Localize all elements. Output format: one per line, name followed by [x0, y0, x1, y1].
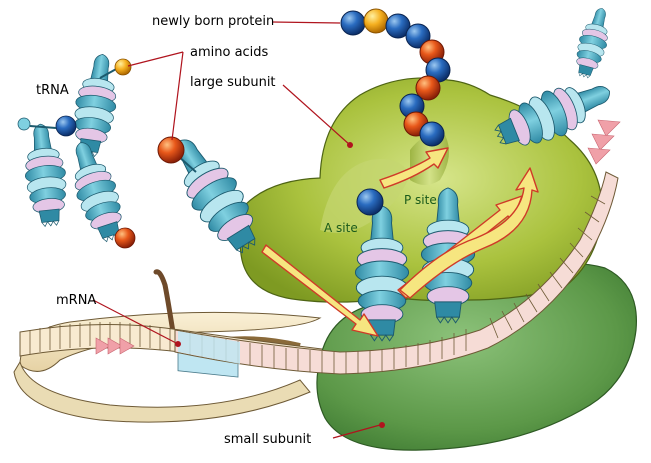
- amino-acid-blue-small: [55, 115, 77, 137]
- amino-acid-orange-small: [114, 227, 136, 249]
- mrna-direction-arrows-right: [587, 119, 621, 165]
- label-p-site: P site: [404, 193, 437, 207]
- label-newly-born-protein: newly born protein: [152, 14, 275, 29]
- amino-acid-incoming: [157, 136, 185, 164]
- mrna-direction-arrows: [95, 337, 135, 355]
- trna-free-top-right: [569, 4, 616, 81]
- amino-acid-yellow: [114, 58, 132, 76]
- amino-acid-a-site: [356, 188, 384, 216]
- label-trna: tRNA: [36, 83, 69, 98]
- label-a-site: A site: [324, 221, 358, 235]
- mrna-strand-right: [174, 119, 621, 375]
- protein-chain: [340, 8, 451, 147]
- pointer-lines: [92, 21, 381, 439]
- movement-arrows: [261, 147, 539, 337]
- label-mrna: mRNA: [56, 293, 97, 308]
- trna-free-2: [19, 121, 72, 229]
- pointer-dots: [175, 142, 385, 428]
- label-amino-acids: amino acids: [190, 45, 269, 60]
- label-large-subunit: large subunit: [190, 75, 276, 90]
- label-small-subunit: small subunit: [224, 432, 312, 447]
